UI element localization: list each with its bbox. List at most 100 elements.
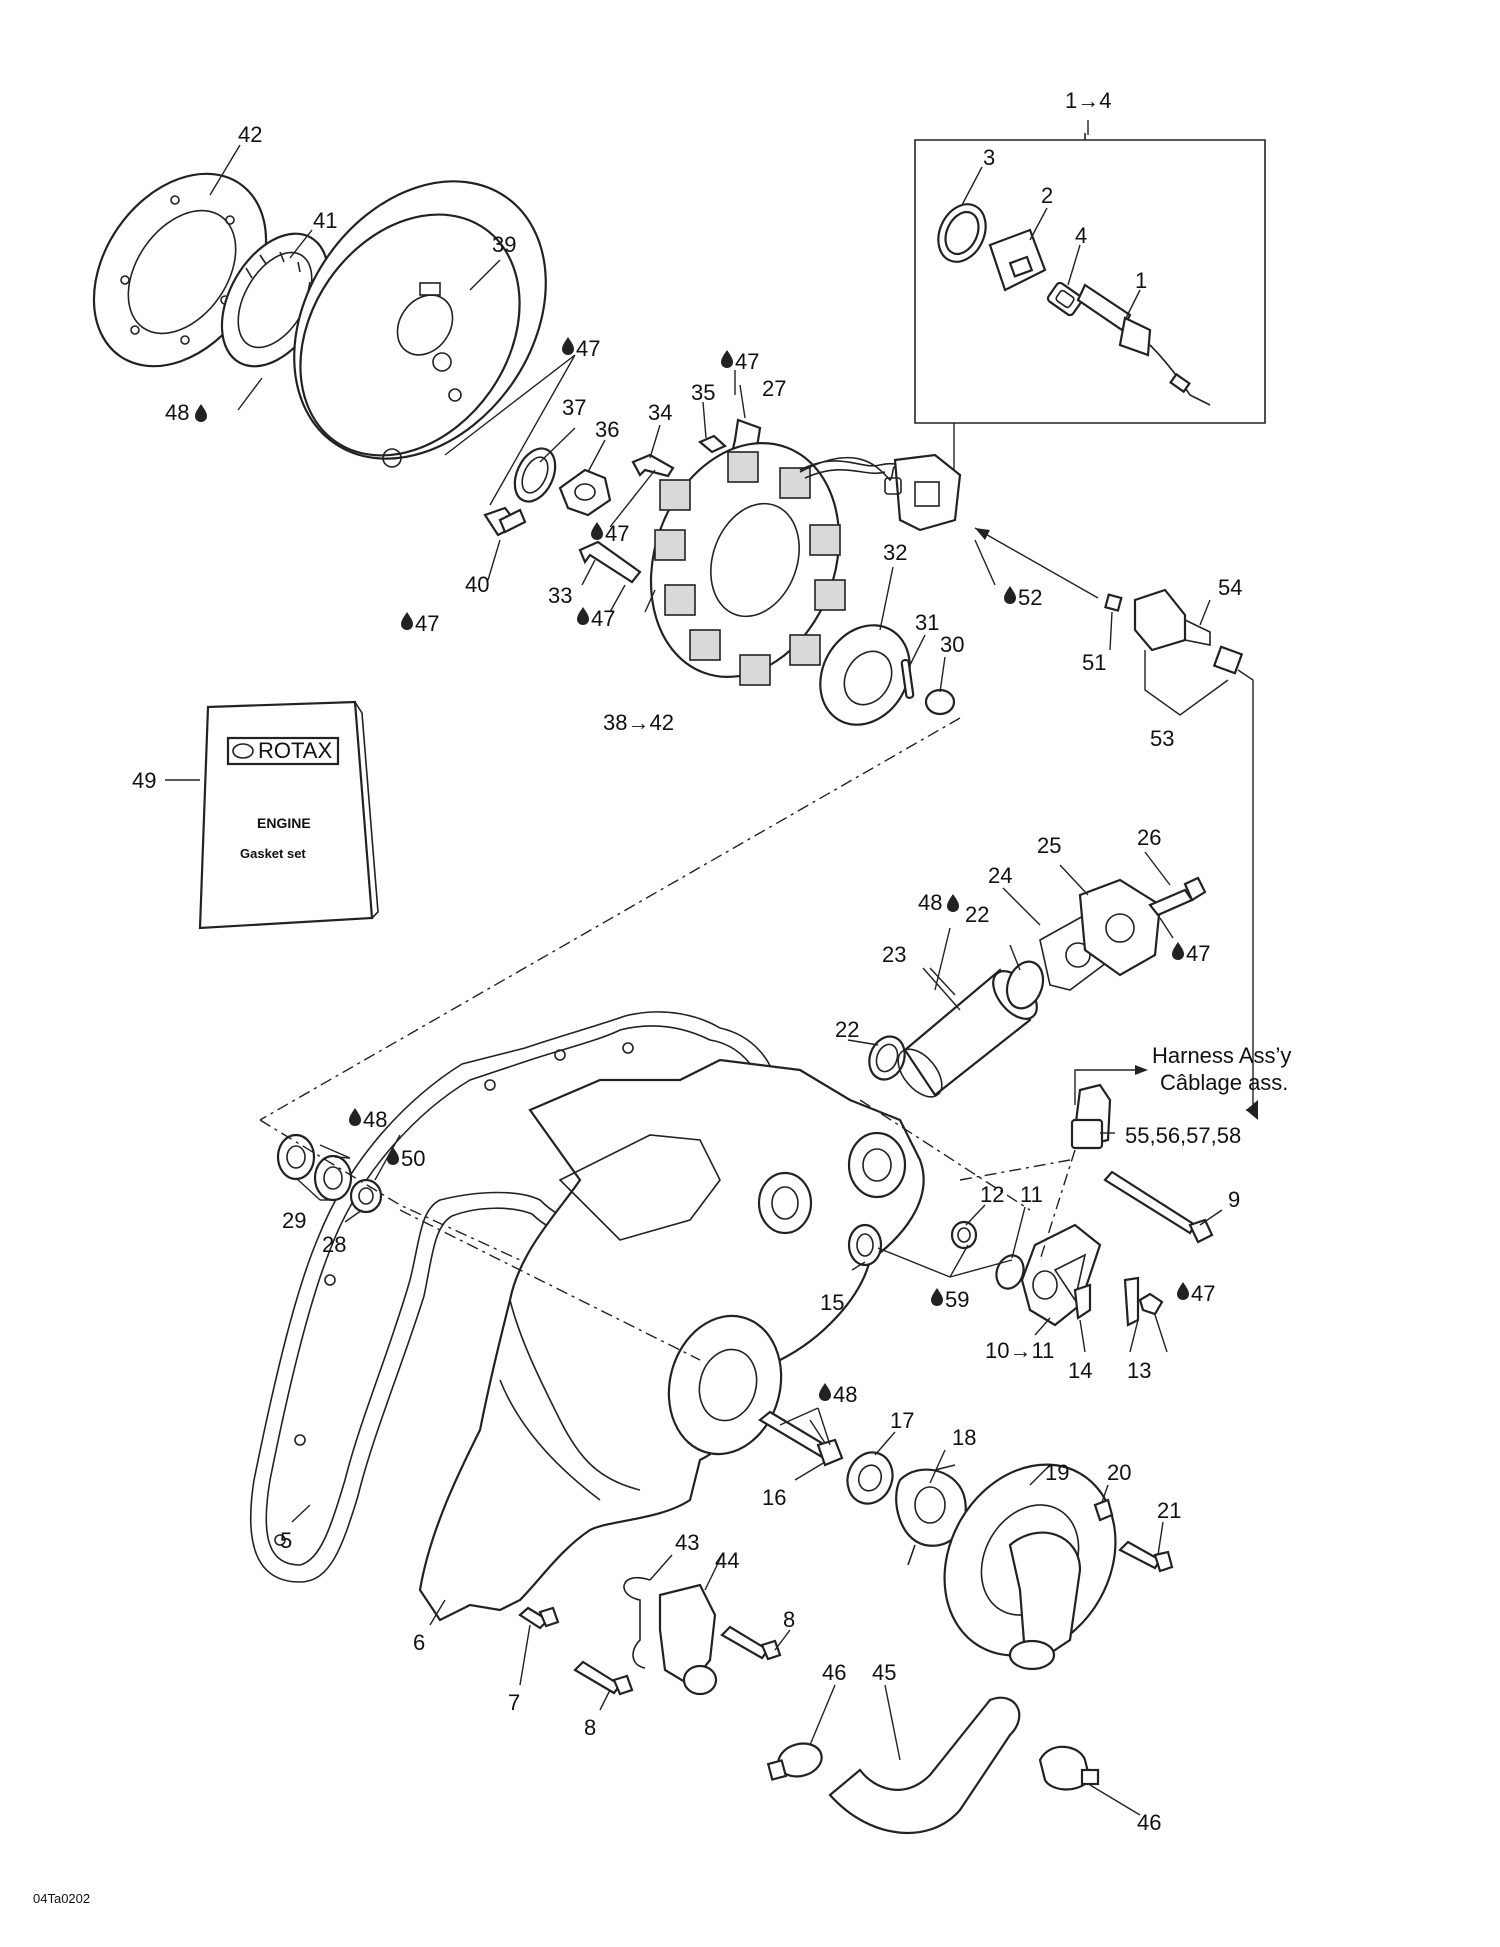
lube-ref-48a: 48: [165, 400, 207, 425]
label-39: 39: [492, 232, 516, 257]
cover-25-part: [1078, 878, 1162, 977]
label-21: 21: [1157, 1498, 1181, 1523]
svg-text:47: 47: [1186, 941, 1210, 966]
label-44: 44: [715, 1548, 739, 1573]
lube-ref-48c: 48: [349, 1107, 387, 1132]
bearing-17-part: [846, 1451, 894, 1505]
terminal-51-part: [1104, 593, 1123, 612]
drop-icon: [819, 1383, 831, 1401]
sensor-kit-box: [914, 133, 1266, 470]
drop-icon: [562, 337, 574, 355]
svg-text:59: 59: [945, 1287, 969, 1312]
svg-text:47: 47: [415, 611, 439, 636]
label-54: 54: [1218, 575, 1242, 600]
connector-housing-part: [884, 453, 962, 532]
seal-12-part: [950, 1220, 978, 1250]
svg-text:47: 47: [605, 521, 629, 546]
diagram-code: 04Ta0202: [33, 1891, 90, 1906]
drop-icon: [591, 522, 603, 540]
crankcase-cover-part: [418, 1058, 925, 1622]
label-40: 40: [465, 572, 489, 597]
label-55to58: 55,56,57,58: [1125, 1123, 1241, 1148]
label-28: 28: [322, 1232, 346, 1257]
gasket-manual-booklet: ROTAX ENGINE Gasket set: [198, 700, 379, 930]
label-25: 25: [1037, 833, 1061, 858]
cover-gasket-part: [249, 1011, 777, 1583]
gasket-24-part: [1039, 913, 1112, 991]
label-27: 27: [762, 376, 786, 401]
label-37: 37: [562, 395, 586, 420]
label-12: 12: [980, 1182, 1004, 1207]
bolt-34-part: [631, 453, 675, 478]
drop-icon: [721, 350, 733, 368]
label-5: 5: [280, 1528, 292, 1553]
manual-brand: ROTAX: [258, 738, 332, 763]
svg-text:47: 47: [1191, 1281, 1215, 1306]
label-10to11: 10→11: [985, 1338, 1054, 1363]
seal-15-part: [847, 1223, 883, 1267]
svg-text:48: 48: [165, 400, 189, 425]
label-41: 41: [313, 208, 337, 233]
connector-54-part: [1133, 588, 1244, 675]
bolt-7-part: [518, 1606, 560, 1630]
bolt-9-part: [1103, 1170, 1214, 1244]
pump-cover-19-part: [943, 1463, 1117, 1671]
label-34: 34: [648, 400, 672, 425]
label-14: 14: [1068, 1358, 1092, 1383]
manual-line1: ENGINE: [257, 815, 311, 831]
spring-clip-43-part: [623, 1576, 651, 1669]
lube-ref-59: 59: [931, 1287, 969, 1312]
bolt-26-part: [1148, 876, 1207, 917]
lube-ref-47d: 47: [401, 611, 439, 636]
label-35: 35: [691, 380, 715, 405]
label-23: 23: [882, 942, 906, 967]
label-45: 45: [872, 1660, 896, 1685]
harness-arrow: [1237, 669, 1258, 1120]
label-11: 11: [1020, 1182, 1043, 1207]
label-43: 43: [675, 1530, 699, 1555]
label-24: 24: [988, 863, 1012, 888]
screw-40-part: [483, 506, 527, 537]
label-15: 15: [820, 1290, 844, 1315]
bolt-35-part: [697, 434, 727, 454]
leader-lines: [209, 120, 1229, 1816]
manual-line2: Gasket set: [240, 846, 306, 861]
washer-part: [513, 447, 557, 503]
nut-part: [558, 468, 612, 517]
label-38to42: 38→42: [603, 710, 674, 735]
label-49: 49: [132, 768, 156, 793]
label-8b: 8: [584, 1715, 596, 1740]
clamp-46a-part: [766, 1742, 823, 1781]
drop-icon: [1172, 942, 1184, 960]
label-13: 13: [1127, 1358, 1151, 1383]
trigger-wheel-part: [819, 624, 911, 726]
lube-ref-47g: 47: [1177, 1281, 1215, 1306]
label-6: 6: [413, 1630, 425, 1655]
lube-ref-47f: 47: [1172, 941, 1210, 966]
drop-icon: [387, 1147, 399, 1165]
housing-44-part: [658, 1583, 718, 1696]
harness-line2: Câblage ass.: [1160, 1070, 1288, 1095]
bearing-29-part: [276, 1133, 353, 1202]
clamp-46b-part: [1038, 1745, 1100, 1791]
harness-connector-part: [1070, 1083, 1112, 1150]
label-16: 16: [762, 1485, 786, 1510]
screw-20-part: [1093, 1498, 1114, 1522]
drop-icon: [1177, 1282, 1189, 1300]
lube-ref-47c: 47: [591, 521, 629, 546]
label-31: 31: [915, 610, 939, 635]
seal-part: [1046, 281, 1084, 317]
drop-icon: [931, 1288, 943, 1306]
svg-text:48: 48: [833, 1382, 857, 1407]
harness-text-arrow: [1074, 1065, 1148, 1105]
lube-ref-47a: 47: [562, 336, 600, 361]
svg-text:52: 52: [1018, 585, 1042, 610]
lube-ref-47e: 47: [577, 606, 615, 631]
label-22b: 22: [965, 902, 989, 927]
label-7: 7: [508, 1690, 520, 1715]
drop-icon: [349, 1108, 361, 1126]
lube-ref-48b: 48: [918, 890, 959, 915]
drop-icon: [1004, 586, 1016, 604]
label-29: 29: [282, 1208, 306, 1233]
